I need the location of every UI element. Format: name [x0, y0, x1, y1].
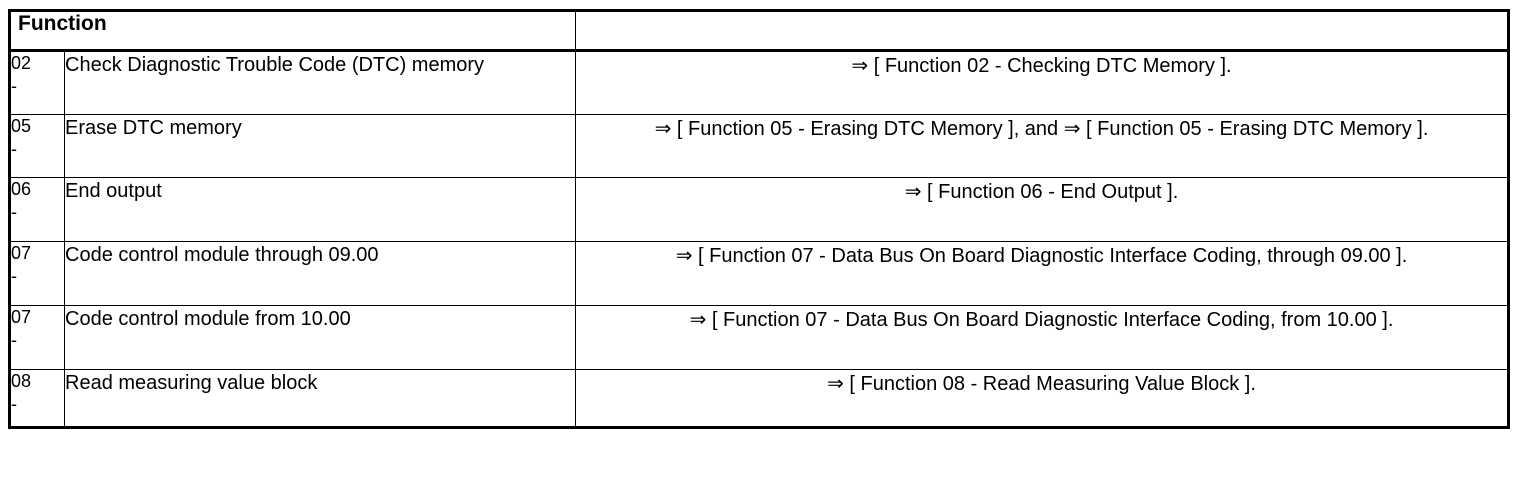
function-code-dash: - — [11, 202, 17, 222]
row-reference-cell[interactable]: ⇒ [ Function 08 - Read Measuring Value B… — [575, 369, 1509, 428]
table-header-row: Function — [9, 10, 1509, 52]
row-reference-cell[interactable]: ⇒ [ Function 07 - Data Bus On Board Diag… — [575, 305, 1509, 370]
function-code: 06 — [11, 179, 32, 199]
row-reference-cell[interactable]: ⇒ [ Function 06 - End Output ]. — [575, 177, 1509, 242]
function-code: 07 — [11, 307, 32, 327]
row-description-cell: End output — [64, 177, 576, 242]
header-cell-function: Function — [9, 10, 576, 52]
row-code-cell: 05 - — [9, 114, 65, 178]
function-code: 05 — [11, 116, 32, 136]
row-reference-cell[interactable]: ⇒ [ Function 05 - Erasing DTC Memory ], … — [575, 114, 1509, 178]
row-code-cell: 06 - — [9, 177, 65, 242]
row-code-cell: 07 - — [9, 241, 65, 306]
row-description-cell: Erase DTC memory — [64, 114, 576, 178]
function-code-dash: - — [11, 330, 17, 350]
function-code-dash: - — [11, 76, 17, 96]
function-code: 02 — [11, 53, 32, 73]
row-description-cell: Read measuring value block — [64, 369, 576, 428]
table-row: 07 - Code control module through 09.00 ⇒… — [9, 241, 1509, 306]
function-table: Function 02 - Check Diagnostic Trouble C… — [8, 9, 1510, 429]
row-reference-cell[interactable]: ⇒ [ Function 07 - Data Bus On Board Diag… — [575, 241, 1509, 306]
function-code-dash: - — [11, 394, 17, 414]
table-row: 02 - Check Diagnostic Trouble Code (DTC)… — [9, 50, 1509, 115]
row-description-cell: Check Diagnostic Trouble Code (DTC) memo… — [64, 50, 576, 115]
column-header-function: Function — [18, 12, 107, 35]
row-description-cell: Code control module through 09.00 — [64, 241, 576, 306]
function-code: 08 — [11, 371, 32, 391]
function-code: 07 — [11, 243, 32, 263]
row-description-cell: Code control module from 10.00 — [64, 305, 576, 370]
table-row: 06 - End output ⇒ [ Function 06 - End Ou… — [9, 177, 1509, 242]
header-cell-reference — [575, 10, 1509, 52]
function-code-dash: - — [11, 139, 17, 159]
row-code-cell: 02 - — [9, 50, 65, 115]
table-row: 05 - Erase DTC memory ⇒ [ Function 05 - … — [9, 114, 1509, 178]
table-row: 07 - Code control module from 10.00 ⇒ [ … — [9, 305, 1509, 370]
table-row: 08 - Read measuring value block ⇒ [ Func… — [9, 369, 1509, 428]
row-code-cell: 07 - — [9, 305, 65, 370]
function-code-dash: - — [11, 266, 17, 286]
row-code-cell: 08 - — [9, 369, 65, 428]
row-reference-cell[interactable]: ⇒ [ Function 02 - Checking DTC Memory ]. — [575, 50, 1509, 115]
